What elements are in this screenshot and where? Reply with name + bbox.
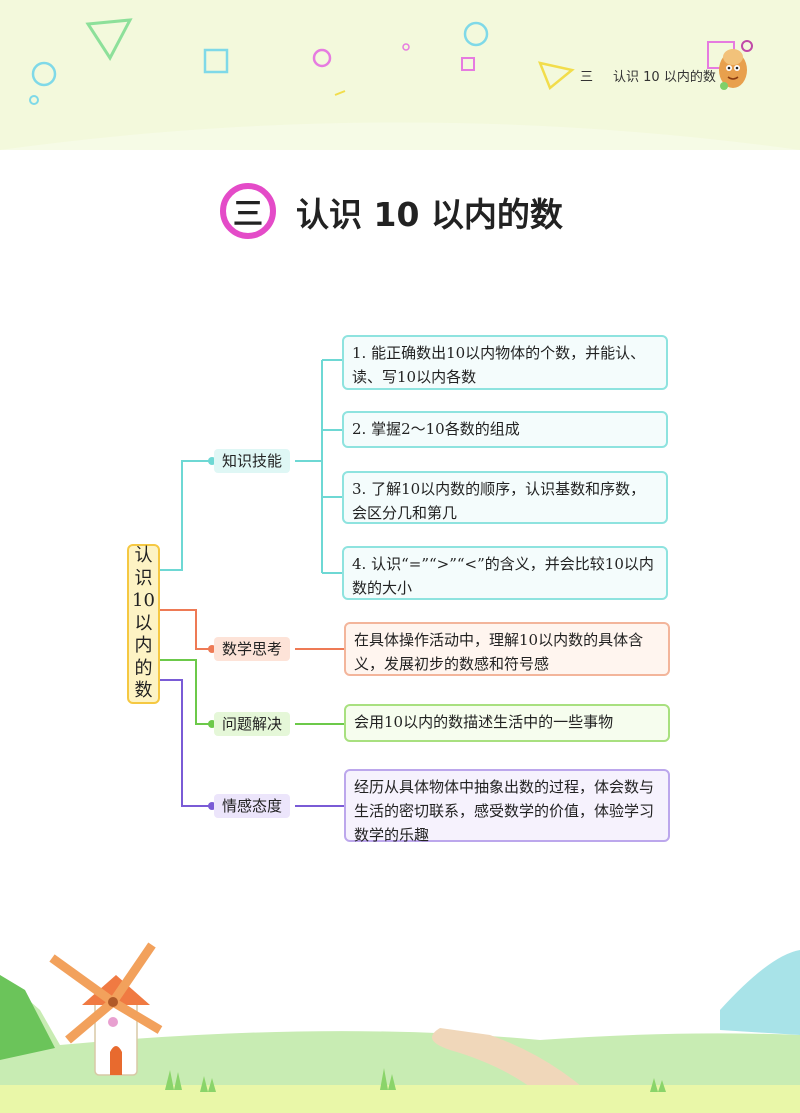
running-header-numeral: 三 [580,70,594,85]
root-char: 识 [134,567,153,589]
page-title: 认识 10 以内的数 [296,195,563,234]
skills-item: 4. 认识“=”“>”“<”的含义，并会比较10以内数的大小 [342,546,668,600]
running-header: 三 认识 10 以内的数 [580,66,716,85]
skills-item: 1. 能正确数出10以内物体的个数，并能认、读、写10以内各数 [342,335,668,390]
root-char: 数 [134,680,153,702]
triangle-shape [85,18,133,61]
mindmap-root: 认 识 10 以 内 的 数 [127,544,160,704]
hill-cyan [720,950,800,1035]
root-char: 以 [134,612,153,634]
attitude-item: 经历从具体物体中抽象出数的过程，体会数与生活的密切联系，感受数学的价值，体验学习… [344,769,670,844]
square-shape [203,48,229,74]
grass-hill [0,975,800,1113]
solving-item: 会用10以内的数描述生活中的一些事物 [344,704,670,742]
header-wave [0,0,800,150]
square-shape-pink [461,57,475,71]
grass-tufts [165,1068,666,1092]
circle-shape-small [29,95,39,105]
category-solving: 问题解决 [214,712,291,736]
skills-item: 2. 掌握2～10各数的组成 [342,411,668,448]
triangle-shape-yellow [537,61,575,91]
category-thinking: 数学思考 [214,637,291,661]
connector-skills [160,460,212,571]
root-char: 内 [134,635,153,657]
category-attitude: 情感态度 [214,794,291,818]
circle-shape-cyan [463,21,489,47]
category-skills: 知识技能 [214,449,291,473]
skills-item: 3. 了解10以内数的顺序，认识基数和序数，会区分几和第几 [342,471,668,524]
root-char: 10 [132,590,155,612]
connector-attitude [160,679,212,807]
connector-solving [160,659,212,725]
thinking-item: 在具体操作活动中，理解10以内数的具体含义，发展初步的数感和符号感 [344,622,670,676]
circle-shape-pink [312,48,332,68]
running-header-title: 认识 10 以内的数 [613,70,716,85]
chapter-number-badge: 三 [220,183,276,239]
root-char: 的 [134,657,153,679]
connector-thinking [160,609,212,650]
circle-shape-tiny [402,43,410,51]
green-tree-shape [0,975,55,1060]
connector-skills-branches [322,359,342,574]
dash-shape [334,90,346,96]
circle-shape [31,61,57,87]
root-char: 认 [134,545,153,567]
windmill-icon [49,942,163,1076]
mascot-icon [719,40,753,90]
ground-strip [0,1085,800,1113]
